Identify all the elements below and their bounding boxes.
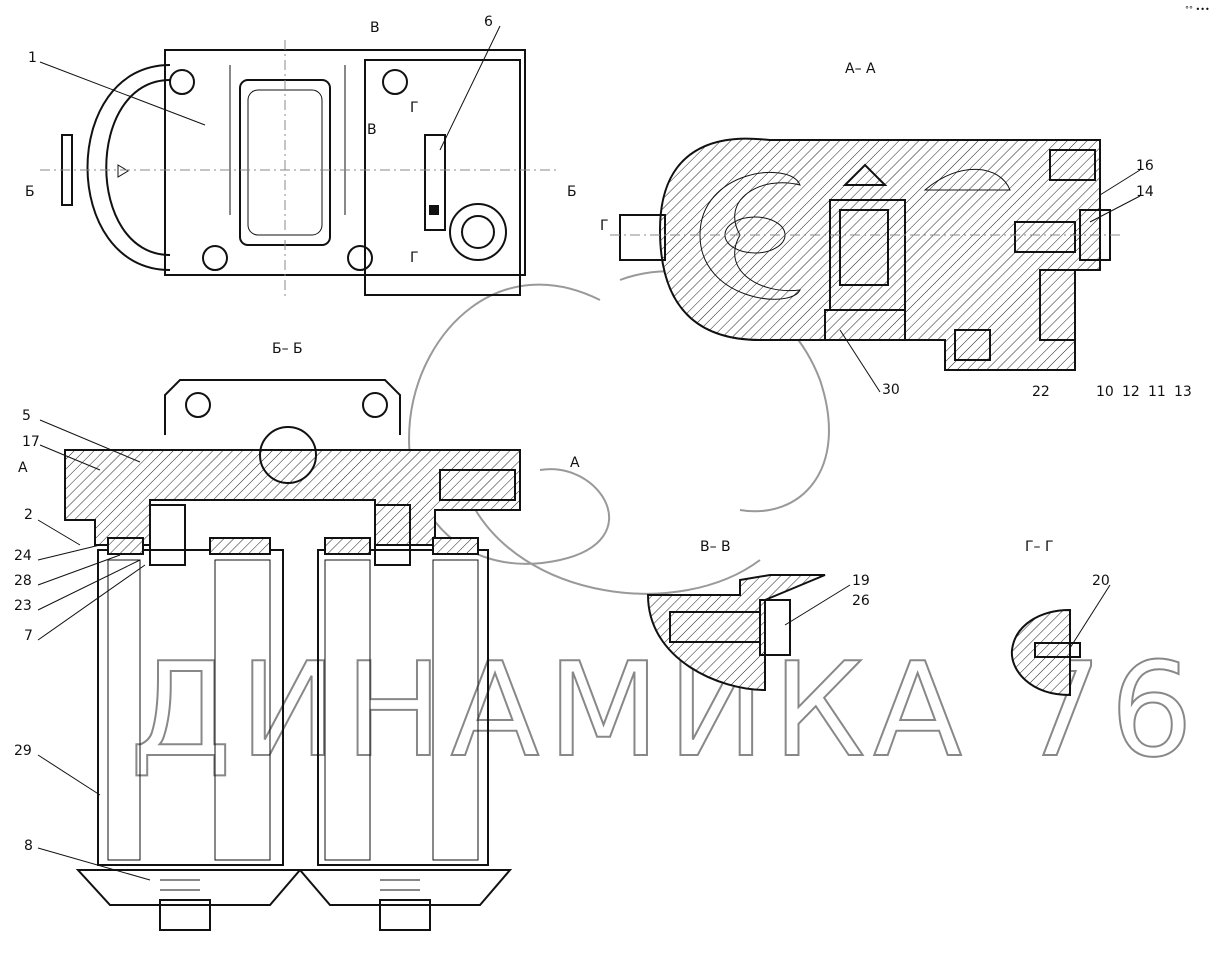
callout-5: 5: [22, 408, 31, 424]
callout-24: 24: [14, 548, 32, 564]
section-title-v-v: В– В: [700, 539, 731, 555]
callout-1: 1: [28, 50, 37, 66]
cut-mark-b-right: Б: [567, 184, 577, 200]
callout-29: 29: [14, 743, 32, 759]
cut-mark-a-left: А: [18, 460, 28, 476]
cut-mark-g-top: Г: [410, 100, 419, 116]
section-a-a: [610, 137, 1120, 371]
callout-20: 20: [1092, 573, 1110, 589]
corner-mark: °° •••: [1185, 5, 1210, 14]
cut-mark-g-bottom: Г: [410, 250, 419, 266]
cut-mark-g-aa: Г: [600, 218, 609, 234]
callout-2: 2: [24, 507, 33, 523]
cut-mark-b-left: Б: [25, 184, 35, 200]
section-b-b: [64, 379, 521, 931]
callout-8: 8: [24, 838, 33, 854]
callout-7: 7: [24, 628, 33, 644]
section-v-v: [646, 574, 826, 692]
callout-16: 16: [1136, 158, 1154, 174]
section-g-g: [1010, 608, 1081, 697]
section-title-b-b: Б– Б: [272, 341, 303, 357]
nameplate: [424, 134, 446, 231]
callout-17: 17: [22, 434, 40, 450]
callout-30: 30: [882, 382, 900, 398]
callout-23: 23: [14, 598, 32, 614]
section-title-a-a: А– А: [845, 61, 876, 77]
leader-lines: [37, 25, 1141, 881]
callout-26: 26: [852, 593, 870, 609]
callout-19: 19: [852, 573, 870, 589]
cut-mark-a-right: А: [570, 455, 580, 471]
callout-6: 6: [484, 14, 493, 30]
section-title-g-g: Г– Г: [1025, 539, 1054, 555]
callout-14: 14: [1136, 184, 1154, 200]
callout-22: 22: [1032, 384, 1050, 400]
callout-12: 12: [1122, 384, 1140, 400]
callout-10: 10: [1096, 384, 1114, 400]
callout-28: 28: [14, 573, 32, 589]
cut-mark-v: В: [367, 122, 377, 138]
cut-mark-v-top: В: [370, 20, 380, 36]
callout-11: 11: [1148, 384, 1166, 400]
callout-13: 13: [1174, 384, 1192, 400]
top-view: [40, 40, 560, 300]
